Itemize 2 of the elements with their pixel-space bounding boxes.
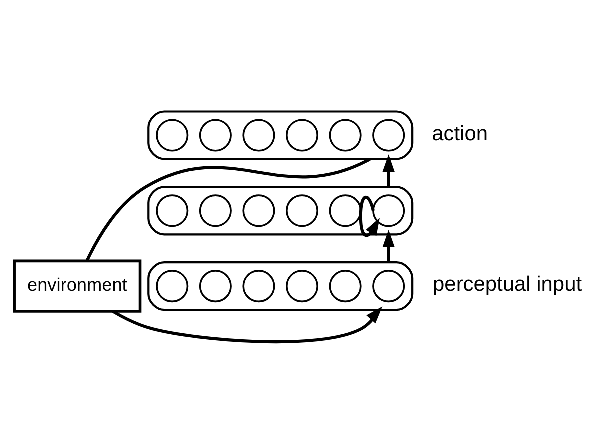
node-label: perceptual input xyxy=(433,272,582,296)
node-label: action xyxy=(432,122,488,145)
